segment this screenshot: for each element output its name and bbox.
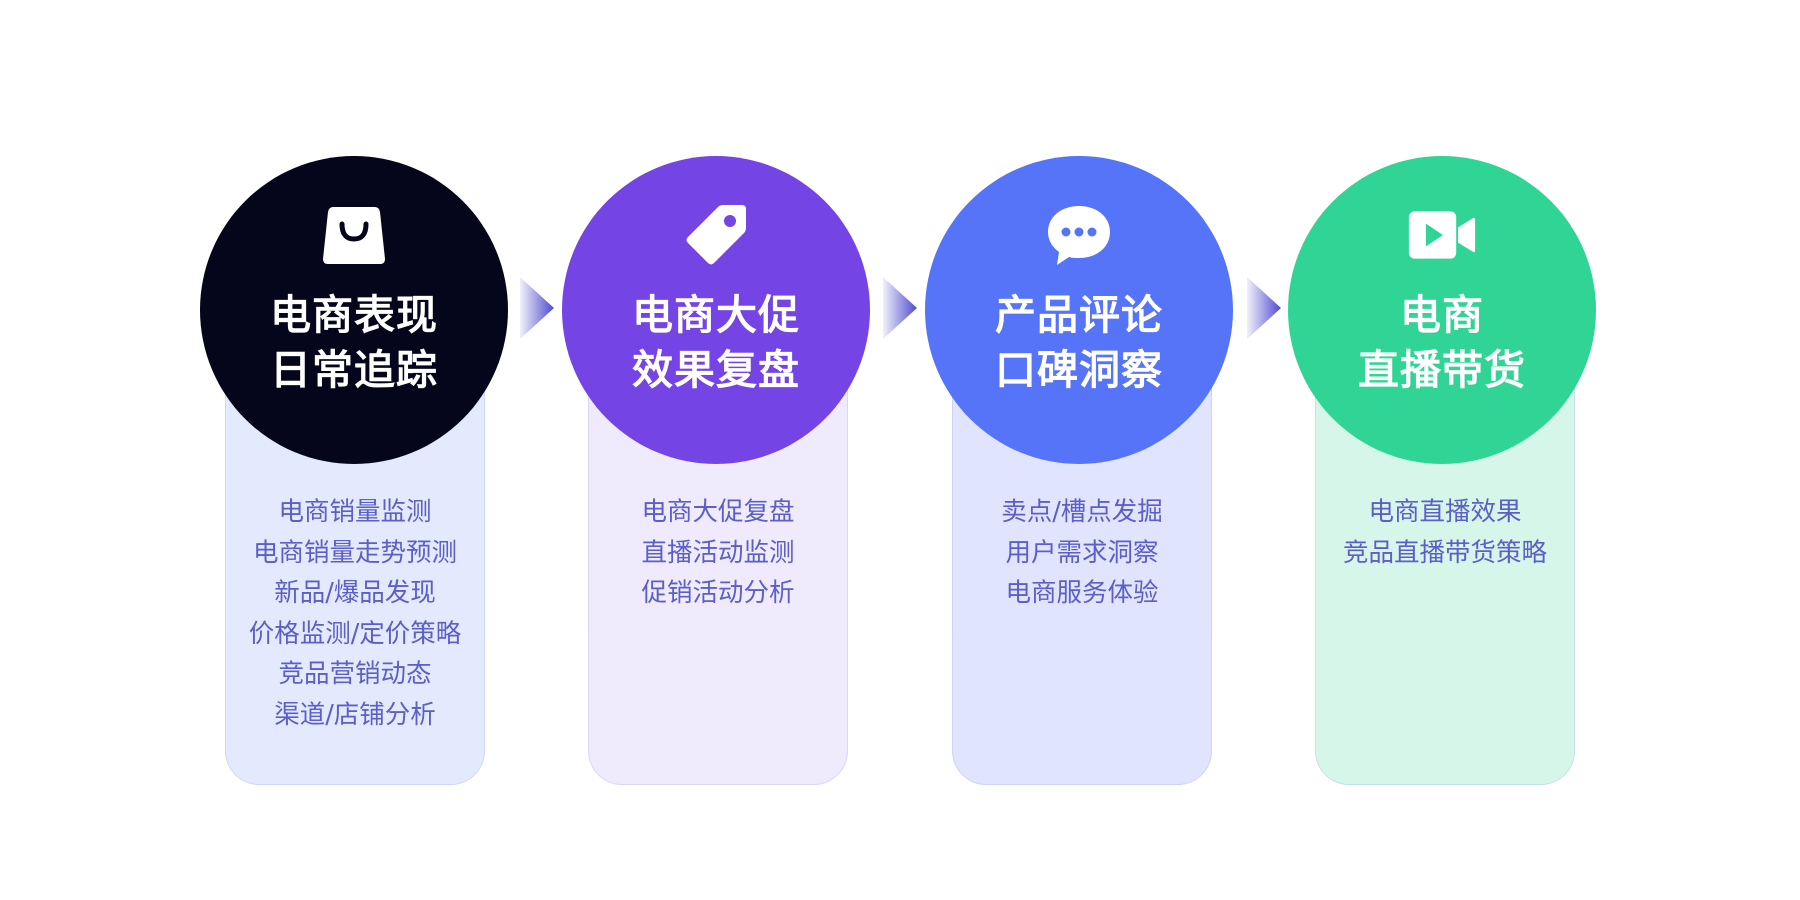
step-1-title: 电商表现 日常追踪 <box>270 288 438 398</box>
list-item: 电商销量走势预测 <box>252 537 457 568</box>
list-item: 新品/爆品发现 <box>274 578 436 608</box>
step-1-title-line-2: 日常追踪 <box>270 346 438 394</box>
list-item: 电商销量监测 <box>278 497 432 527</box>
step-2-title-line-1: 电商大促 <box>632 291 800 339</box>
list-item: 卖点/槽点发掘 <box>1001 497 1163 527</box>
step-4-title: 电商 直播带货 <box>1358 288 1526 398</box>
list-item: 用户需求洞察 <box>1005 537 1159 568</box>
step-4-title-line-1: 电商 <box>1400 291 1484 339</box>
shopping-bag-icon <box>319 200 389 270</box>
step-1-title-line-1: 电商表现 <box>270 291 438 339</box>
step-3-items: 卖点/槽点发掘 用户需求洞察 电商服务体验 <box>952 492 1212 614</box>
list-item: 促销活动分析 <box>641 578 795 608</box>
step-3-title-line-1: 产品评论 <box>995 291 1163 339</box>
arrow-right-icon <box>520 277 554 339</box>
step-3-title-line-2: 口碑洞察 <box>995 346 1163 394</box>
list-item: 竞品直播带货策略 <box>1342 537 1547 568</box>
step-2-circle: 电商大促 效果复盘 <box>562 156 870 464</box>
step-2-title-line-2: 效果复盘 <box>632 346 800 394</box>
list-item: 渠道/店铺分析 <box>274 699 436 730</box>
arrow-right-icon <box>1247 277 1281 339</box>
step-3-circle: 产品评论 口碑洞察 <box>925 156 1233 464</box>
step-4-circle: 电商 直播带货 <box>1288 156 1596 464</box>
step-4-title-line-2: 直播带货 <box>1358 346 1526 394</box>
list-item: 竞品营销动态 <box>278 659 432 689</box>
step-1-circle: 电商表现 日常追踪 <box>200 156 508 464</box>
list-item: 价格监测/定价策略 <box>248 618 462 649</box>
price-tag-icon <box>681 200 751 270</box>
list-item: 直播活动监测 <box>641 537 795 568</box>
list-item: 电商服务体验 <box>1005 578 1159 608</box>
step-1-items: 电商销量监测 电商销量走势预测 新品/爆品发现 价格监测/定价策略 竞品营销动态… <box>225 492 485 735</box>
chat-bubble-icon <box>1044 200 1114 270</box>
list-item: 电商大促复盘 <box>641 497 795 527</box>
step-2-items: 电商大促复盘 直播活动监测 促销活动分析 <box>588 492 848 614</box>
video-camera-icon <box>1407 200 1477 270</box>
arrow-right-icon <box>883 277 917 339</box>
list-item: 电商直播效果 <box>1368 497 1522 527</box>
step-4-items: 电商直播效果 竞品直播带货策略 <box>1315 492 1575 573</box>
step-2-title: 电商大促 效果复盘 <box>632 288 800 398</box>
step-3-title: 产品评论 口碑洞察 <box>995 288 1163 398</box>
